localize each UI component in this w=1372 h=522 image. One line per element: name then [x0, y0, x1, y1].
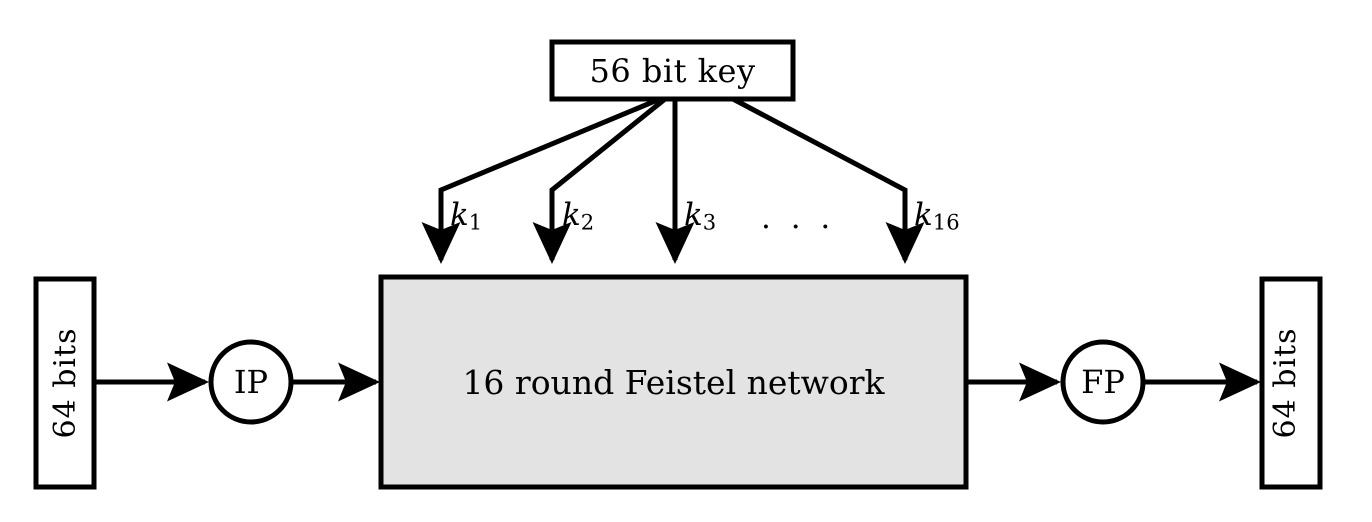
subkey-label-k2: k2	[562, 197, 594, 235]
subkey-label-k1: k1	[450, 197, 482, 235]
subkey-line-k16	[731, 96, 925, 265]
subkey-label-k16: k16	[914, 197, 960, 235]
subkey-label-k3: k3	[684, 197, 716, 235]
subkey-line-k1	[421, 96, 661, 265]
feistel-box-outline	[378, 274, 969, 490]
input-box-label: 64 bits	[47, 327, 83, 439]
fp-label: FP	[1081, 363, 1125, 401]
feistel-box-label: 16 round Feistel network	[462, 362, 885, 402]
subkey-ellipsis: . . .	[761, 200, 836, 236]
input-box-outline	[33, 276, 97, 490]
subkey-index: 1	[468, 209, 483, 235]
subkey-base: k	[684, 197, 703, 233]
key-box-label: 56 bit key	[589, 51, 756, 90]
subkey-base: k	[450, 197, 469, 233]
subkey-base: k	[914, 197, 933, 233]
subkey-index: 3	[702, 209, 717, 235]
subkey-base: k	[562, 197, 581, 233]
output-box-label: 64 bits	[1267, 327, 1303, 439]
subkey-index: 16	[932, 209, 960, 235]
subkey-line-k2	[532, 97, 667, 265]
output-box-outline	[1259, 276, 1323, 490]
subkey-index: 2	[580, 209, 595, 235]
ip-label: IP	[233, 363, 269, 401]
